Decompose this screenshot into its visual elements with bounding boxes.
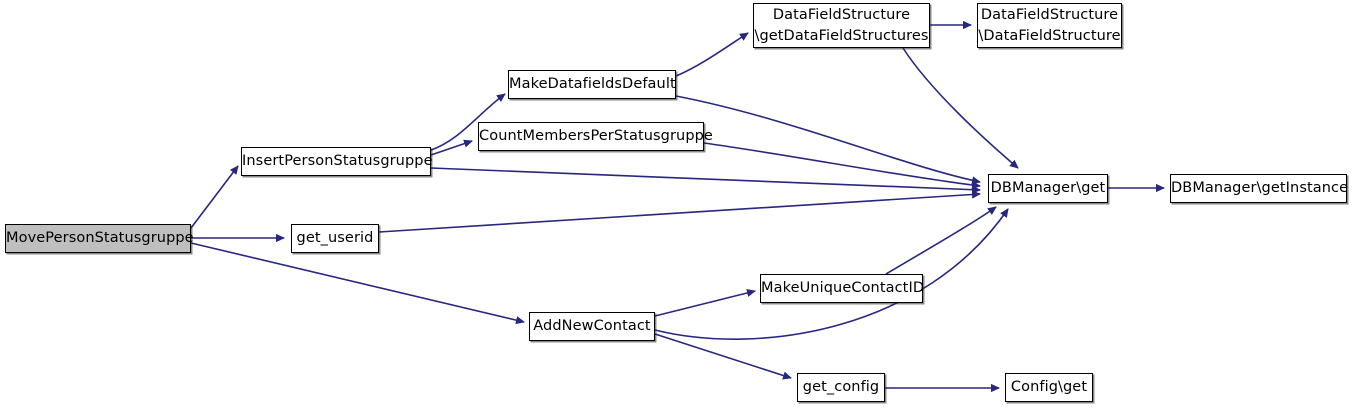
edge-countmembers-to-dbmanagerget [703, 142, 981, 190]
node-label: get_userid [296, 230, 374, 247]
node-label: DBManager\get [990, 180, 1106, 197]
edge-insert-to-dbmanagerget [430, 167, 981, 194]
node-label: InsertPersonStatusgruppe [242, 153, 433, 170]
node-label: MovePersonStatusgruppe [6, 230, 194, 247]
node-dbmanager-get[interactable]: DBManager\get [988, 174, 1108, 203]
node-label: MakeDatafieldsDefault [509, 76, 676, 93]
node-label: AddNewContact [533, 318, 651, 335]
node-label: DataFieldStructure \DataFieldStructure [978, 6, 1121, 44]
edge-makeuniquecontactid-to-dbmanagerget [885, 206, 997, 275]
edge-addnewcontact-to-getconfig [654, 333, 792, 380]
edge-insert-to-countmembers [430, 139, 473, 156]
edge-insert-to-makedatafields [430, 93, 506, 151]
node-data-field-structure[interactable]: DataFieldStructure \DataFieldStructure [977, 3, 1122, 48]
node-get-userid[interactable]: get_userid [291, 224, 379, 253]
node-label: DataFieldStructure \getDataFieldStructur… [754, 6, 929, 44]
node-make-datafields-default[interactable]: MakeDatafieldsDefault [508, 70, 676, 99]
node-config-get[interactable]: Config\get [1005, 373, 1093, 402]
node-label: DBManager\getInstance [1171, 180, 1349, 197]
node-label: get_config [802, 379, 880, 396]
node-dbmanager-get-instance[interactable]: DBManager\getInstance [1170, 174, 1349, 203]
edge-addnewcontact-to-makeuniquecontactid [654, 288, 756, 317]
node-label: MakeUniqueContactID [761, 280, 925, 297]
edge-move-to-insert [190, 165, 239, 229]
edge-getuserid-to-dbmanagerget [378, 190, 981, 233]
edge-move-to-addnewcontact [190, 242, 525, 325]
edge-makedatafields-to-getdatafieldstructures [675, 32, 749, 77]
node-get-config[interactable]: get_config [797, 373, 885, 402]
edge-getdatafieldstructures-to-dbmanagerget [902, 47, 1019, 169]
node-move-person-statusgruppe[interactable]: MovePersonStatusgruppe [5, 224, 194, 253]
edge-addnewcontact-to-dbmanagerget [654, 208, 1009, 340]
node-count-members-per-statusgruppe[interactable]: CountMembersPerStatusgruppe [478, 122, 713, 151]
node-make-unique-contact-id[interactable]: MakeUniqueContactID [760, 274, 925, 303]
node-insert-person-statusgruppe[interactable]: InsertPersonStatusgruppe [241, 147, 433, 176]
edge-makedatafields-to-dbmanagerget [675, 95, 981, 185]
node-add-new-contact[interactable]: AddNewContact [529, 312, 655, 341]
node-label: Config\get [1010, 379, 1088, 396]
node-get-data-field-structures[interactable]: DataFieldStructure \getDataFieldStructur… [753, 3, 930, 48]
node-label: CountMembersPerStatusgruppe [479, 128, 713, 145]
